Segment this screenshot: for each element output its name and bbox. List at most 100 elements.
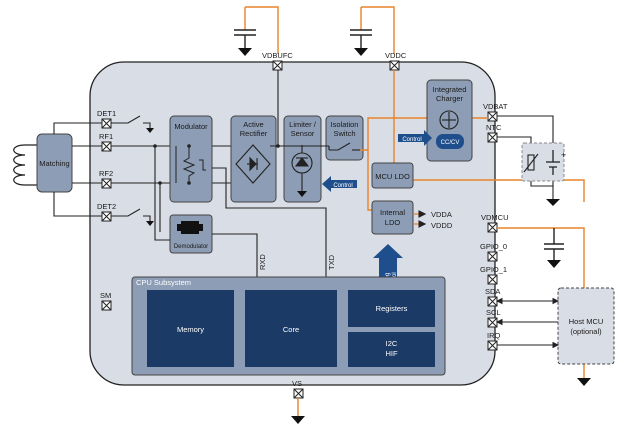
- internal-ldo-label-2: LDO: [385, 218, 401, 227]
- pin-label-ntc: NTC: [486, 123, 502, 132]
- vddc-capacitor: [350, 7, 372, 48]
- internal-ldo-block: [371, 200, 414, 235]
- limiter-label-2: Sensor: [291, 129, 315, 138]
- active-rectifier-block: [230, 115, 277, 203]
- charger-label-1: Integrated: [433, 85, 467, 94]
- pin-label-vs: VS: [292, 379, 302, 388]
- vdbufc-wire: [245, 6, 279, 54]
- internal-ldo-label-1: Internal: [380, 208, 405, 217]
- active-rectifier-label-2: Rectifier: [240, 129, 268, 138]
- pin-label-gpio0: GPIO_0: [480, 242, 507, 251]
- ground-icon: [547, 260, 561, 268]
- pin-rf2: [101, 178, 112, 189]
- coil-wire: [25, 144, 37, 186]
- rectifier-bridge-icon: [235, 144, 271, 184]
- ground-icon: [354, 48, 368, 56]
- active-rectifier-label-1: Active: [243, 120, 263, 129]
- control-arrow-charger: [398, 130, 432, 146]
- battery-icon: [546, 150, 560, 175]
- pin-label-irq: IRQ: [487, 331, 501, 340]
- rxd-label: RXD: [258, 254, 267, 270]
- pin-scl: [487, 317, 498, 328]
- txd-label: TXD: [327, 254, 336, 270]
- switch-icon: [329, 142, 360, 151]
- ground-icon: [546, 199, 560, 206]
- pin-irq: [487, 340, 498, 351]
- vddd-label: VDDD: [431, 221, 453, 230]
- host-mcu-label-2: (optional): [570, 327, 602, 336]
- pin-gpio0: [487, 251, 498, 262]
- vdmcu-capacitor: [544, 228, 564, 260]
- ground-icon: [238, 48, 252, 56]
- cpu-subsystem-label: CPU Subsystem: [136, 278, 191, 287]
- pin-label-vdmcu: VDMCU: [481, 213, 509, 222]
- i2c-hif-block: [348, 332, 435, 367]
- vddc-wire: [361, 6, 395, 54]
- memory-label: Memory: [177, 325, 204, 334]
- modulator-block: [169, 115, 213, 203]
- matching-label: Matching: [39, 159, 69, 168]
- isolation-switch-block: [325, 115, 364, 161]
- zener-diode-icon: [291, 145, 313, 183]
- charger-label-2: Charger: [436, 94, 464, 103]
- antenna-coil-icon: [13, 144, 26, 186]
- pin-ntc: [487, 132, 498, 143]
- core-label: Core: [283, 325, 299, 334]
- pin-gpio1: [487, 274, 498, 285]
- pin-sda: [487, 296, 498, 307]
- pin-sm: [101, 300, 112, 311]
- host-mcu-label-1: Host MCU: [569, 317, 604, 326]
- isolation-label-1: Isolation: [331, 120, 359, 129]
- control-limiter-label: Control: [333, 183, 352, 189]
- analog-control-arrow: [373, 244, 403, 286]
- host-mcu-block: [557, 287, 615, 365]
- registers-block: [348, 290, 435, 327]
- limiter-label-1: Limiter /: [289, 120, 317, 129]
- pin-label-vddc: VDDC: [385, 51, 407, 60]
- demodulator-label: Demodulator: [174, 244, 208, 250]
- pin-label-sda: SDA: [485, 287, 500, 296]
- mcu-ldo-label: MCU LDO: [375, 172, 410, 181]
- i2c-label: I2C: [386, 339, 398, 348]
- ground-icon: [146, 221, 154, 226]
- pin-label-vdbat: VDBAT: [483, 102, 508, 111]
- ground-icon: [291, 416, 305, 424]
- registers-label: Registers: [376, 304, 408, 313]
- pin-vs: [293, 388, 304, 399]
- pin-det1: [101, 118, 112, 129]
- pin-label-rf2: RF2: [99, 169, 113, 178]
- pin-label-det1: DET1: [97, 109, 116, 118]
- pin-vdbat: [487, 111, 498, 122]
- isolation-label-2: Switch: [333, 129, 355, 138]
- cccv-label: CC/CV: [441, 140, 460, 146]
- ground-icon: [297, 191, 307, 197]
- demodulator-icon: [177, 221, 203, 234]
- vdbufc-capacitor: [234, 7, 256, 48]
- control-charger-label: Control: [402, 137, 421, 143]
- pin-det2: [101, 211, 112, 222]
- pin-label-gpio1: GPIO_1: [480, 265, 507, 274]
- pin-vdmcu: [487, 222, 498, 233]
- pin-label-vdbufc: VDBUFC: [262, 51, 293, 60]
- demod-wires: [154, 146, 327, 292]
- core-block: [245, 290, 337, 367]
- ground-icon: [577, 378, 591, 386]
- pin-label-sm: SM: [100, 291, 111, 300]
- pin-vdbufc: [272, 60, 283, 71]
- pin-label-det2: DET2: [97, 202, 116, 211]
- hif-label: HIF: [385, 349, 398, 358]
- modulator-label: Modulator: [174, 122, 208, 131]
- charger-transistor-icon: [439, 110, 459, 130]
- memory-block: [147, 290, 234, 367]
- pin-boxes: [101, 60, 498, 399]
- ground-icon: [146, 128, 154, 133]
- battery-plus-icon: +: [561, 150, 566, 160]
- host-interface-wires: [495, 297, 560, 349]
- control-arrow-limiter: [322, 176, 357, 192]
- mcu-ldo-block: [371, 162, 414, 189]
- pin-rf1: [101, 141, 112, 152]
- pin-label-scl: SCL: [486, 308, 501, 317]
- pin-vddc: [389, 60, 400, 71]
- pin-label-rf1: RF1: [99, 132, 113, 141]
